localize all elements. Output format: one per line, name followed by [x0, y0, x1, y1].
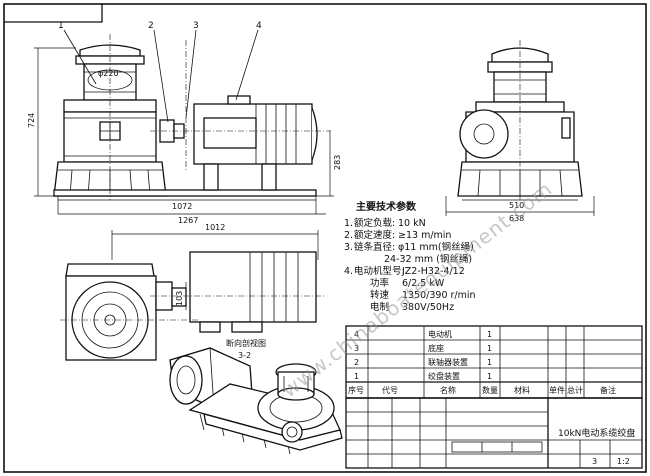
header-unit-weight: 单件: [549, 385, 565, 395]
callout-part-4: 4: [256, 21, 262, 31]
drawing-title: 10kN电动系缆绞盘: [558, 427, 635, 439]
header-no: 序号: [348, 385, 364, 395]
callout-part-3: 3: [193, 21, 199, 31]
dim-base-width: 1072: [172, 202, 192, 211]
spec-label-2: 链条直径:: [354, 241, 395, 253]
spec-label-7: 电制: [370, 301, 389, 313]
spec-no-0: 1.: [344, 218, 353, 229]
tech-specs: 主要技术参数 1. 额定负载: 10 kN 2. 额定速度: ≥13 m/min…: [344, 200, 476, 313]
spec-value-6: 1350/390 r/min: [402, 290, 476, 301]
header-note: 备注: [600, 385, 616, 395]
header-name: 名称: [440, 385, 456, 395]
header-material: 材料: [514, 385, 530, 395]
scale-b: 1:2: [617, 457, 630, 466]
part-row-no: 2: [354, 358, 359, 367]
side-motor-end: [459, 109, 509, 159]
header-qty: 数量: [482, 385, 498, 395]
part-row-name: 电动机: [428, 329, 452, 339]
section-id: 3-2: [238, 351, 251, 360]
dim-total-height: 724: [27, 113, 36, 128]
spec-label-4: 电动机型号:: [354, 265, 405, 277]
spec-label-5: 功率: [370, 277, 390, 289]
part-row-name: 联轴器装置: [428, 357, 468, 367]
top-view: [60, 230, 326, 361]
specs-title: 主要技术参数: [356, 200, 417, 213]
dim-motor-height: 283: [333, 155, 342, 170]
part-row-no: 1: [354, 372, 359, 381]
part-row-qty: 1: [487, 344, 492, 353]
spec-no-1: 2.: [344, 230, 353, 241]
spec-value-0: 10 kN: [398, 218, 426, 229]
dim-side-base: 510: [509, 201, 524, 210]
part-row-qty: 1: [487, 358, 492, 367]
header-code: 代号: [382, 385, 398, 395]
sheet-frame: [3, 3, 647, 473]
dim-top-width: 1012: [205, 223, 225, 232]
spec-no-2: 3.: [344, 242, 353, 253]
spec-no-4: 4.: [344, 266, 353, 277]
spec-value-4: JZ2-H32-4/12: [401, 266, 465, 277]
base-plate: [53, 189, 317, 197]
spec-label-6: 转速: [370, 289, 390, 301]
dim-flange: φ220: [98, 69, 119, 78]
spec-label-0: 额定负载:: [354, 217, 395, 229]
front-view: [34, 29, 334, 215]
dim-total-width: 1267: [178, 216, 198, 225]
isometric-view: [169, 347, 343, 455]
title-block: [345, 397, 643, 469]
dim-side-total: 638: [509, 214, 524, 223]
dim-top-small: 103: [175, 291, 184, 306]
callout-part-2: 2: [148, 21, 154, 31]
spec-label-1: 额定速度:: [354, 229, 395, 241]
spec-value-1: ≥13 m/min: [398, 230, 451, 241]
header-total-weight: 总计: [567, 385, 583, 395]
scale-a: 3: [592, 457, 597, 466]
part-row-name: 底座: [428, 343, 444, 353]
side-view: [445, 40, 595, 216]
section-label: 断向剖视图: [226, 338, 266, 348]
part-row-name: 绞盘装置: [428, 371, 460, 381]
part-row-qty: 1: [487, 330, 492, 339]
spec-value-5: 6/2.5 kW: [402, 278, 445, 289]
drawing-number-box: [4, 4, 103, 23]
spec-value-7: 380V/50Hz: [402, 302, 454, 313]
callout-part-1: 1: [58, 21, 64, 31]
spec-value-2: φ11 mm(钢丝绳): [398, 241, 474, 253]
spec-value-3: 24-32 mm (钢丝绳): [384, 253, 472, 265]
part-row-no: 3: [354, 344, 359, 353]
part-row-no: 4: [354, 330, 359, 339]
part-row-qty: 1: [487, 372, 492, 381]
